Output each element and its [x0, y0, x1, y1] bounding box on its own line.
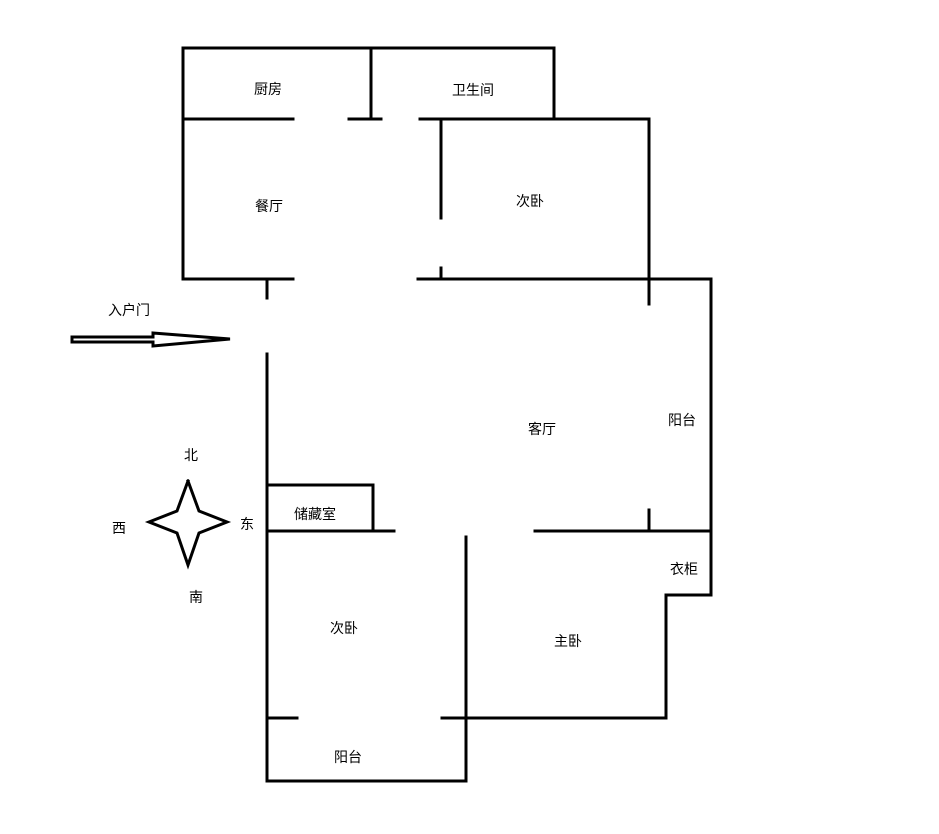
compass-star-icon	[144, 479, 232, 570]
arrow-right-icon	[70, 331, 231, 348]
compass-west-label: 西	[112, 521, 126, 537]
room-label-bathroom: 卫生间	[452, 83, 494, 99]
room-label-balcony-south: 阳台	[334, 750, 362, 766]
room-label-living: 客厅	[528, 422, 556, 438]
room-label-storage: 储藏室	[294, 507, 336, 523]
compass-north-label: 北	[184, 448, 198, 464]
room-label-bedroom-north: 次卧	[516, 194, 544, 210]
room-label-dining: 餐厅	[255, 199, 283, 215]
room-label-balcony-east: 阳台	[668, 413, 696, 429]
room-label-bedroom-south: 次卧	[330, 621, 358, 637]
room-label-kitchen: 厨房	[254, 82, 282, 98]
room-label-master-bedroom: 主卧	[554, 634, 582, 650]
compass-east-label: 东	[240, 517, 254, 533]
entrance-label: 入户门	[108, 303, 150, 319]
compass-south-label: 南	[189, 590, 203, 606]
room-label-wardrobe: 衣柜	[670, 562, 698, 578]
